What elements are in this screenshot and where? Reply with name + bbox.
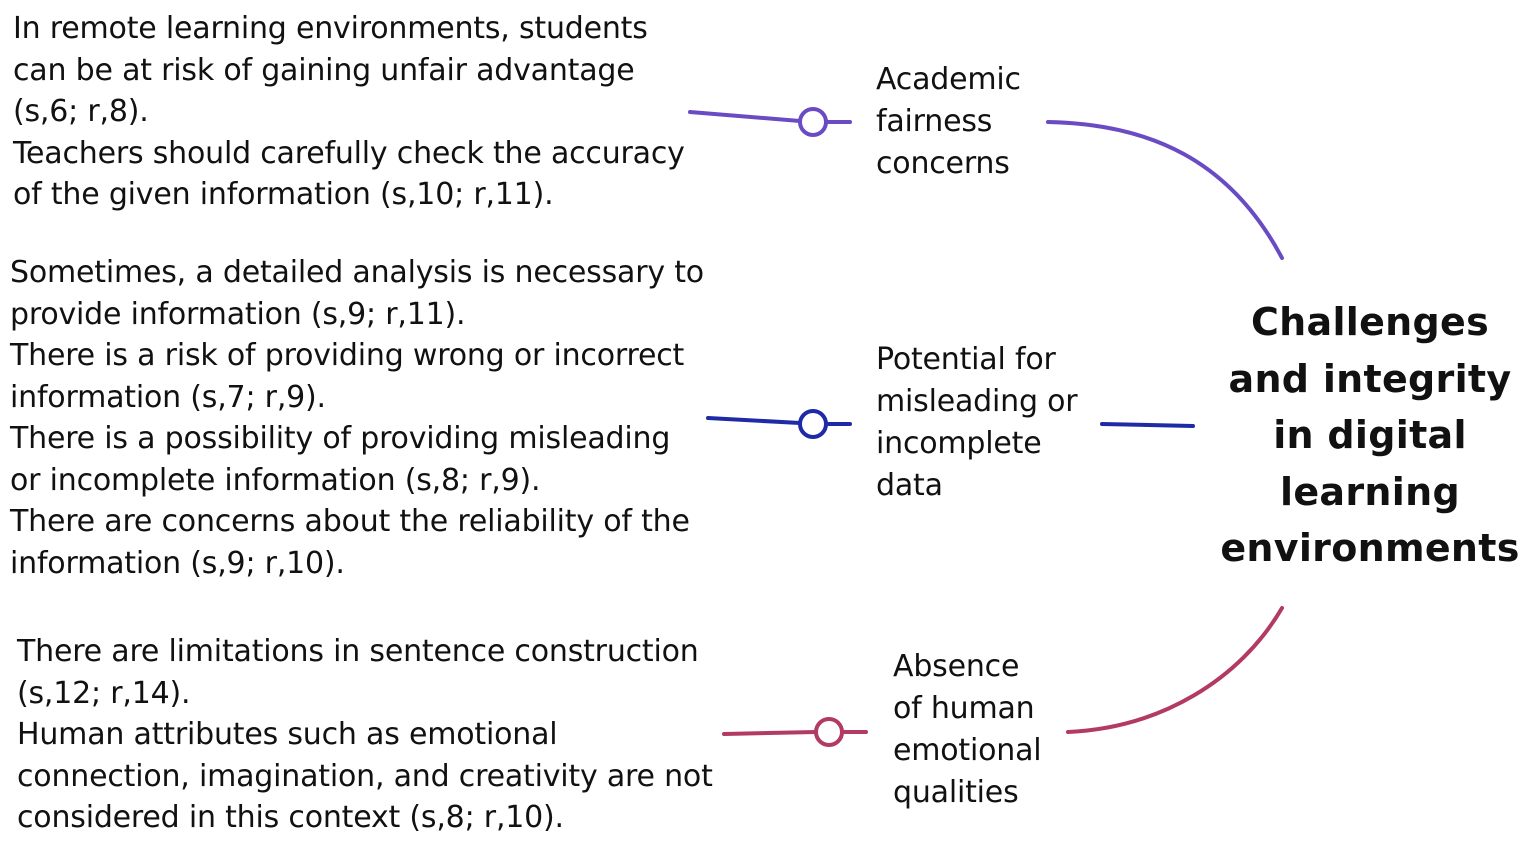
evidence-line: considered in this context (s,8; r,10). (17, 800, 564, 835)
academic-to-center-arc (1046, 120, 1284, 260)
theme-label-line: qualities (893, 775, 1019, 810)
central-title-line: Challenges (1250, 300, 1490, 344)
theme-label-line: concerns (876, 146, 1010, 181)
academic-evidence-connector (688, 110, 802, 123)
theme-label-line: data (876, 468, 943, 503)
evidence-line: connection, imagination, and creativity … (17, 758, 713, 794)
academic-node-marker (798, 107, 828, 137)
misleading-to-center-line (1100, 422, 1195, 428)
evidence-line: Sometimes, a detailed analysis is necess… (10, 255, 704, 290)
misleading-evidence-text: Sometimes, a detailed analysis is necess… (10, 252, 704, 584)
absence-node-marker (814, 717, 844, 747)
theme-label-misleading-data: Potential for misleading or incomplete d… (876, 339, 1078, 507)
evidence-line: There is a risk of providing wrong or in… (10, 338, 685, 373)
absence-evidence-text: There are limitations in sentence constr… (17, 631, 713, 839)
theme-label-absence-human-qualities: Absence of human emotional qualities (893, 646, 1042, 814)
absence-to-center-arc (1066, 606, 1284, 734)
evidence-line: There are limitations in sentence constr… (17, 634, 699, 669)
evidence-line: There is a possibility of providing misl… (10, 421, 671, 456)
theme-label-academic-fairness: Academic fairness concerns (876, 59, 1021, 185)
evidence-line: provide information (s,9; r,11). (10, 296, 466, 332)
theme-label-line: of human (893, 691, 1035, 726)
evidence-line: There are concerns about the reliability… (10, 504, 690, 539)
misleading-node-marker (798, 409, 828, 439)
central-title-line: environments (1220, 526, 1520, 570)
theme-label-line: Academic (876, 62, 1021, 97)
theme-label-line: misleading or (876, 384, 1078, 419)
evidence-line: (s,12; r,14). (17, 675, 191, 711)
theme-label-line: incomplete (876, 426, 1042, 461)
theme-label-line: Absence (893, 649, 1020, 684)
evidence-line: information (s,7; r,9). (10, 379, 326, 415)
central-title-line: in digital (1273, 413, 1467, 457)
evidence-line: Teachers should carefully check the accu… (13, 135, 685, 171)
theme-label-line: emotional (893, 733, 1042, 768)
central-title-line: and integrity (1228, 356, 1512, 401)
theme-label-line: fairness (876, 104, 993, 139)
evidence-line: of the given information (s,10; r,11). (13, 177, 554, 212)
misleading-evidence-connector (706, 416, 802, 425)
evidence-line: or incomplete information (s,8; r,9). (10, 462, 541, 498)
academic-evidence-text: In remote learning environments, student… (13, 8, 685, 216)
evidence-line: In remote learning environments, student… (13, 11, 648, 46)
evidence-line: can be at risk of gaining unfair advanta… (13, 52, 635, 88)
central-theme-title: Challenges and integrity in digital lear… (1220, 294, 1520, 577)
central-title-line: learning (1280, 469, 1460, 514)
evidence-line: (s,6; r,8). (13, 94, 149, 129)
absence-evidence-connector (722, 730, 818, 736)
evidence-line: information (s,9; r,10). (10, 545, 345, 581)
evidence-line: Human attributes such as emotional (17, 717, 558, 752)
theme-label-line: Potential for (876, 342, 1056, 377)
